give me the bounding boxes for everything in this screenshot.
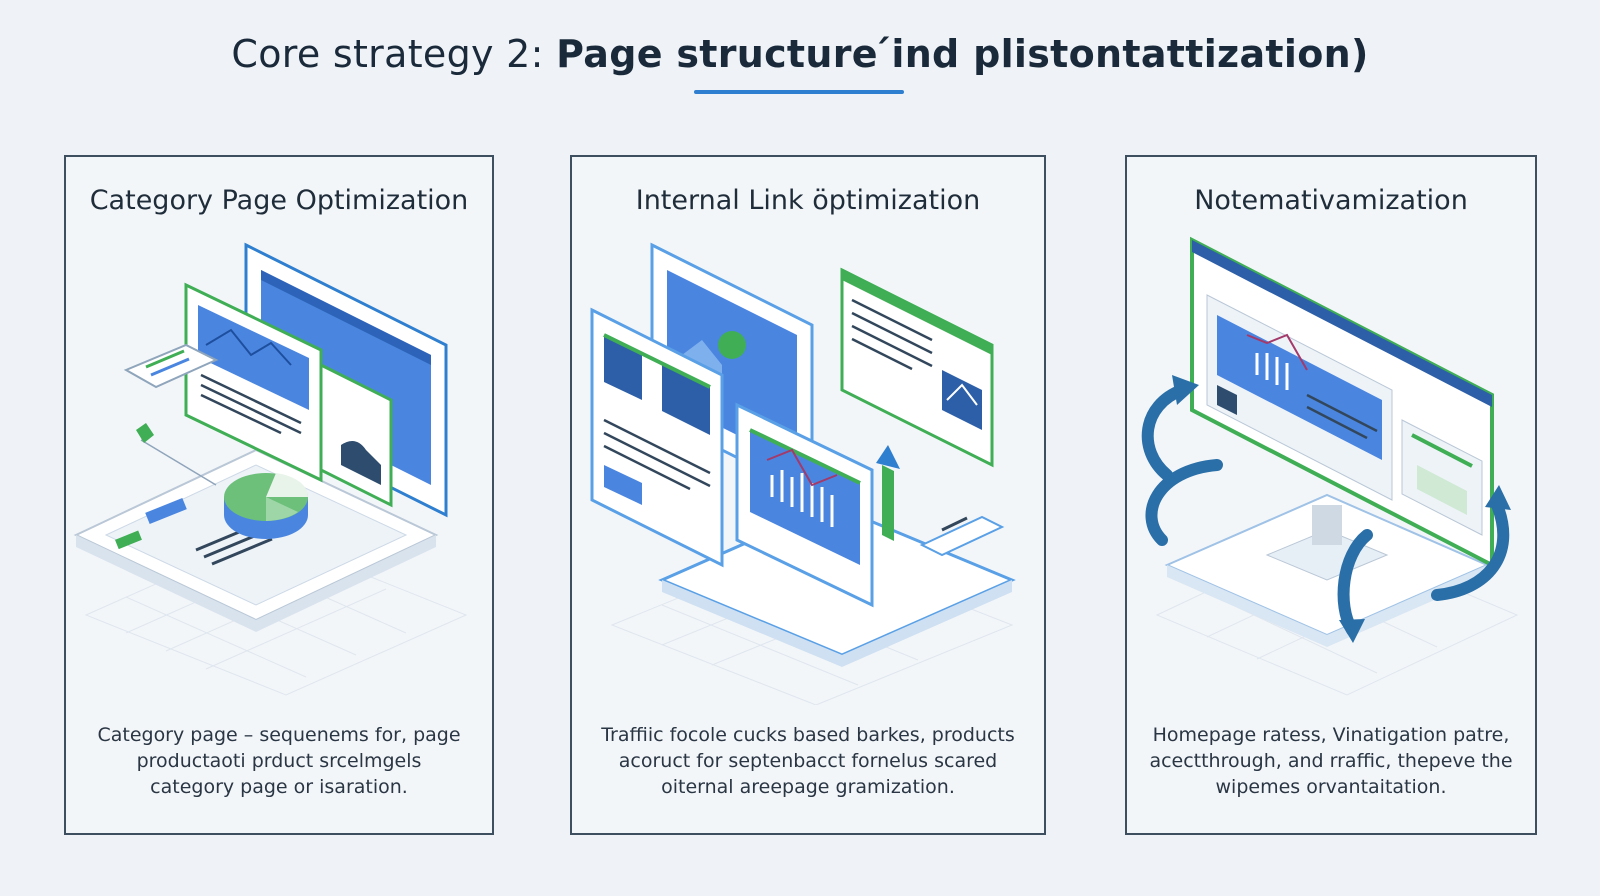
desc-line: Category page – sequenems for, page (97, 724, 461, 746)
desc-line: productaoti prduct srcelmgels (136, 750, 422, 772)
page-title: Core strategy 2: Page structure ́ind pli… (0, 28, 1600, 80)
panel-description: Traffiic focole cucks based barkes, prod… (582, 722, 1034, 800)
desc-line: Homepage ratess, Vinatigation patre, (1152, 724, 1510, 746)
panel-description: Homepage ratess, Vinatigation patre, ace… (1137, 722, 1525, 800)
internal-link-illustration (590, 242, 1016, 705)
category-page-illustration (73, 242, 468, 696)
desc-line: category page or isaration. (150, 776, 408, 798)
title-underline (694, 90, 904, 94)
desc-line: acectthrough, and rraffic, thepeve the (1149, 750, 1513, 772)
title-rest: Page structure ́ind plistontattization) (556, 32, 1369, 76)
panel-internal-link: Internal Link öptimization (570, 155, 1046, 835)
panel-title: Internal Link öptimization (635, 185, 981, 216)
desc-line: Traffiic focole cucks based barkes, prod… (601, 724, 1015, 746)
panel-title: Notemativamization (1194, 185, 1468, 216)
panel-description: Category page – sequenems for, page prod… (76, 722, 482, 800)
panel-category-page: Category Page Optimization (64, 155, 494, 835)
panel-title: Category Page Optimization (89, 185, 469, 216)
navigation-illustration (1141, 236, 1519, 696)
desc-line: oiternal areepage gramization. (661, 776, 955, 798)
panel-navigation: Notemativamization (1125, 155, 1537, 835)
title-lead: Core strategy 2: (231, 32, 544, 76)
desc-line: wipemes orvantaitation. (1215, 776, 1447, 798)
desc-line: acoruct for septenbacct fornelus scared (618, 750, 998, 772)
